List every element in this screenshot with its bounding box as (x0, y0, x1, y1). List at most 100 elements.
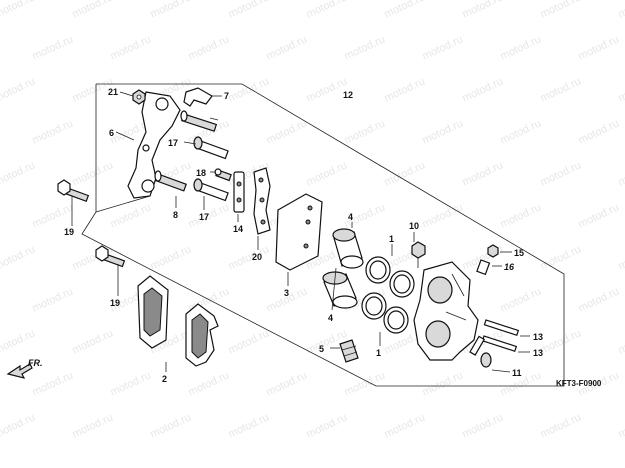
leader-lines (71, 91, 530, 373)
watermark-text: motod.ru (70, 327, 114, 356)
watermark-text: motod.ru (148, 243, 192, 272)
watermark-text: motod.ru (342, 33, 386, 62)
watermark-text: motod.ru (616, 75, 625, 104)
watermark-text: motod.ru (108, 33, 152, 62)
watermark-text: motod.ru (538, 75, 582, 104)
watermark-text: motod.ru (616, 411, 625, 440)
callout-13-lower: 13 (533, 348, 543, 358)
bleeder-cap-15 (487, 244, 499, 258)
watermark-text: motod.ru (186, 33, 230, 62)
watermark-text: motod.ru (226, 0, 270, 21)
watermark-text: motod.ru (460, 159, 504, 188)
nut-part (132, 89, 146, 105)
seal-ring-1-lower-right (383, 306, 409, 334)
callout-13-upper: 13 (533, 332, 543, 342)
watermark-text: motod.ru (382, 0, 426, 21)
pad-spring-14 (233, 171, 245, 213)
callout-7: 7 (224, 91, 229, 101)
watermark-text: motod.ru (30, 285, 74, 314)
pad-spring-5 (339, 339, 359, 363)
watermark-text: motod.ru (616, 327, 625, 356)
watermark-text: motod.ru (226, 411, 270, 440)
watermark-text: motod.ru (70, 0, 114, 21)
watermark-text: motod.ru (420, 201, 464, 230)
caliper-bracket (127, 91, 181, 199)
bleed-screw-18 (214, 168, 232, 182)
watermark-text: motod.ru (148, 0, 192, 21)
watermark-text: motod.ru (382, 159, 426, 188)
caliper-body (413, 261, 479, 361)
seal-ring-1-lower-left (361, 292, 387, 320)
direction-label: FR. (28, 358, 43, 368)
seal-ring-1-upper-right (389, 270, 415, 298)
watermark-text: motod.ru (264, 369, 308, 398)
piston-4-upper (332, 228, 364, 269)
callout-19-lower: 19 (110, 298, 120, 308)
callout-4-upper: 4 (348, 212, 353, 222)
watermark-text: motod.ru (460, 75, 504, 104)
bolt-11 (469, 335, 492, 368)
bolt-8 (154, 170, 187, 192)
watermark-text: motod.ru (304, 0, 348, 21)
watermark-text: motod.ru (420, 33, 464, 62)
callout-5: 5 (319, 344, 324, 354)
callout-17-upper: 17 (168, 138, 178, 148)
bolt-9 (180, 110, 218, 132)
callout-3: 3 (284, 288, 289, 298)
callout-21: 21 (108, 87, 118, 97)
watermark-text: motod.ru (342, 117, 386, 146)
watermark-text: motod.ru (264, 33, 308, 62)
mounting-bolt-19-upper (57, 179, 90, 202)
watermark-text: motod.ru (264, 117, 308, 146)
watermark-text: motod.ru (538, 327, 582, 356)
watermark-text: motod.ru (538, 243, 582, 272)
watermark-text: motod.ru (420, 117, 464, 146)
watermark-text: motod.ru (382, 75, 426, 104)
callout-17-lower: 17 (199, 212, 209, 222)
watermark-text: motod.ru (498, 33, 542, 62)
watermark-text: motod.ru (616, 243, 625, 272)
brake-pad-2-right (185, 303, 219, 367)
watermark-text: motod.ru (226, 75, 270, 104)
watermark-text: motod.ru (342, 369, 386, 398)
watermark-text: motod.ru (70, 159, 114, 188)
watermark-text: motod.ru (420, 369, 464, 398)
callout-19-upper: 19 (64, 227, 74, 237)
callout-8: 8 (173, 210, 178, 220)
front-direction-arrow: FR. (6, 358, 43, 379)
callout-18: 18 (196, 168, 206, 178)
watermark-text: motod.ru (186, 369, 230, 398)
watermark-text: motod.ru (108, 201, 152, 230)
callout-12: 12 (343, 90, 353, 100)
slide-pin-17-upper (193, 136, 229, 160)
assembly-frame-outline (81, 83, 565, 387)
callout-1-upper: 1 (389, 234, 394, 244)
seal-ring-1-upper-left (365, 256, 391, 284)
watermark-text: motod.ru (30, 369, 74, 398)
callout-16: 16 (504, 262, 515, 272)
diagram-code: KFT3-F0900 (556, 379, 602, 388)
pad-shim-3 (275, 193, 323, 271)
watermark-text: motod.ru (0, 411, 37, 440)
mounting-bolt-19-lower (95, 245, 126, 268)
watermark-text: motod.ru (576, 33, 620, 62)
watermark-text: motod.ru (538, 0, 582, 21)
piston-4-lower (322, 271, 358, 309)
watermark-text: motod.ru (616, 159, 625, 188)
slide-pin-17-lower (193, 178, 229, 202)
watermark-text: motod.ru (0, 75, 37, 104)
retainer-clip (183, 87, 213, 107)
watermark-text: motod.ru (576, 117, 620, 146)
watermark-text: motod.ru (0, 0, 37, 21)
watermark-text: motod.ru (70, 411, 114, 440)
watermark-text: motod.ru (498, 117, 542, 146)
watermark-text: motod.ru (30, 117, 74, 146)
callout-10: 10 (409, 221, 419, 231)
watermark-text: motod.ru (576, 285, 620, 314)
watermark-text: motod.ru (304, 411, 348, 440)
pad-shim-plate-20 (253, 167, 271, 235)
watermark-text: motod.ru (498, 285, 542, 314)
brake-pad-2-left (137, 275, 169, 349)
pin-13-upper (483, 319, 520, 337)
